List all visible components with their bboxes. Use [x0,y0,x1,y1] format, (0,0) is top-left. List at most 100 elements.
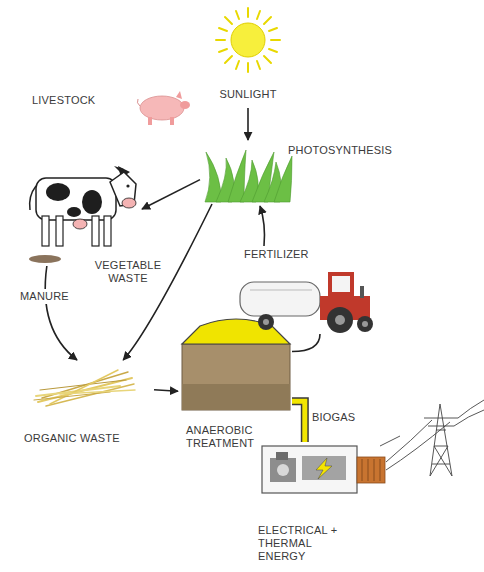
arrow-line [292,334,320,352]
cow [67,207,81,217]
cow [36,178,116,220]
node-caption: ORGANIC WASTE [24,432,144,445]
arrow-line [45,266,77,360]
energy-plant [302,456,346,480]
node-caption: FERTILIZER [244,248,334,261]
sun [236,11,239,19]
biogas-pipe [292,401,305,442]
node-caption: PHOTOSYNTHESIS [288,144,398,157]
tractor [360,286,364,298]
pipe-outline [292,401,305,442]
node-caption: ANAEROBIC TREATMENT [186,424,286,450]
energy-plant [368,459,369,481]
pig [180,101,190,109]
flow-arrow [292,334,320,352]
cow [56,216,63,246]
flow-arrow [154,390,178,392]
sun [269,28,277,31]
energy-plant [316,458,332,479]
tractor [332,276,350,292]
digester [182,344,290,410]
flow-arrow [248,108,249,140]
illustrated-node: LIVESTOCK [20,88,142,266]
illustrated-node: PHOTOSYNTHESIS [200,140,400,206]
arrow-line [154,390,178,392]
pig [140,96,184,120]
tractor [357,316,373,332]
energy-plant [277,464,289,476]
power-line [386,420,432,462]
straw [60,390,135,394]
digester [182,384,290,410]
tractor [263,319,269,325]
power-line [430,404,452,476]
energy-plant [270,458,296,482]
illustrated-node: ELECTRICAL + THERMAL ENERGY [252,442,384,568]
sun [264,56,271,63]
sun [219,49,227,52]
energy-plant [357,457,385,483]
cow [114,166,124,172]
arrow-line [142,180,200,209]
pig [176,91,182,99]
tractor [335,315,345,325]
node-caption: SUNLIGHT [200,88,296,101]
pig [137,99,140,106]
sun [269,49,277,52]
flow-arrow [142,180,200,209]
illustrated-node: ANAEROBIC TREATMENT [178,316,292,458]
arrow-line [247,108,249,140]
sun [236,61,239,69]
cow [104,216,111,246]
power-line [380,400,484,476]
arrow-line [260,206,265,246]
pig [170,117,174,125]
sun [216,8,280,72]
grass [274,156,292,202]
sun [216,39,225,41]
node-caption: LIVESTOCK [32,94,122,107]
sun [257,11,260,19]
straw [34,370,135,406]
sun [225,56,232,63]
energy-plant [374,459,375,481]
straw [40,380,126,390]
illustrated-node: FERTILIZER [236,246,376,334]
energy-plant [262,446,385,493]
energy-plant [262,446,357,493]
manure-puddle [29,255,61,263]
cow [30,166,136,246]
tractor [240,282,320,316]
tractor [250,290,312,291]
grass [205,152,221,202]
power-line [454,400,484,426]
tractor [328,272,354,298]
power-line [380,436,400,446]
cow [46,183,70,201]
sun [247,8,249,17]
pig [137,91,190,125]
cow [42,216,49,246]
sun [231,23,265,57]
straw [50,370,118,404]
flow-label: VEGETABLE WASTE [88,258,168,286]
cow [82,190,102,214]
sun [225,17,232,24]
flow-arrow [260,206,265,246]
power-line [424,418,458,426]
grass [228,150,246,202]
digester [182,319,290,410]
sun [257,61,260,69]
energy-plant [276,452,288,460]
flow-arrow [45,266,77,360]
illustrated-node: ORGANIC WASTE [14,360,154,450]
tractor [258,314,274,330]
cow [30,186,36,210]
cow [73,219,87,229]
grass [205,150,292,202]
sun [247,63,249,72]
flow-label: MANURE [18,289,71,304]
